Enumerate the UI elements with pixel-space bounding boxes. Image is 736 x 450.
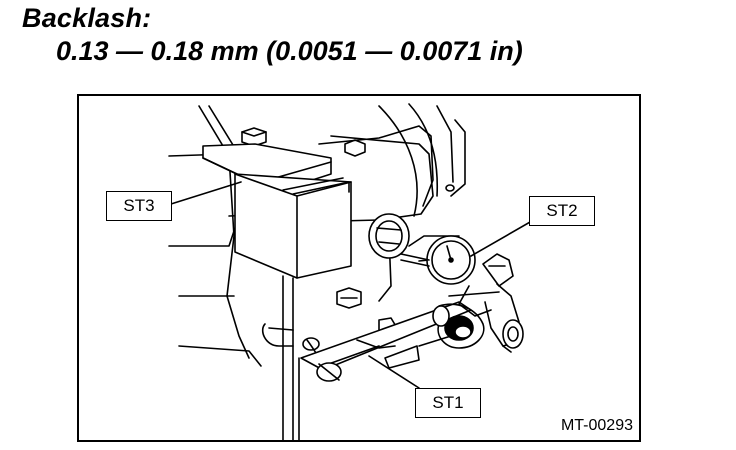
callout-st2: ST2 bbox=[529, 196, 595, 226]
figure-id: MT-00293 bbox=[560, 417, 633, 434]
st3-holder-block-drawing bbox=[202, 143, 352, 440]
backlash-specification: 0.13 — 0.18 mm (0.0051 — 0.0071 in) bbox=[56, 36, 523, 66]
callout-st1: ST1 bbox=[415, 388, 481, 418]
transmission-case-drawing bbox=[168, 103, 500, 367]
st1-rod-drawing bbox=[300, 301, 472, 382]
st2-dial-gauge-drawing bbox=[368, 213, 524, 353]
illustration-frame: ST3 ST2 ST1 MT-00293 bbox=[77, 94, 641, 442]
heading-backlash: Backlash: bbox=[22, 3, 152, 33]
dial-gauge-setup-illustration bbox=[168, 103, 552, 440]
callout-st3: ST3 bbox=[106, 191, 172, 221]
